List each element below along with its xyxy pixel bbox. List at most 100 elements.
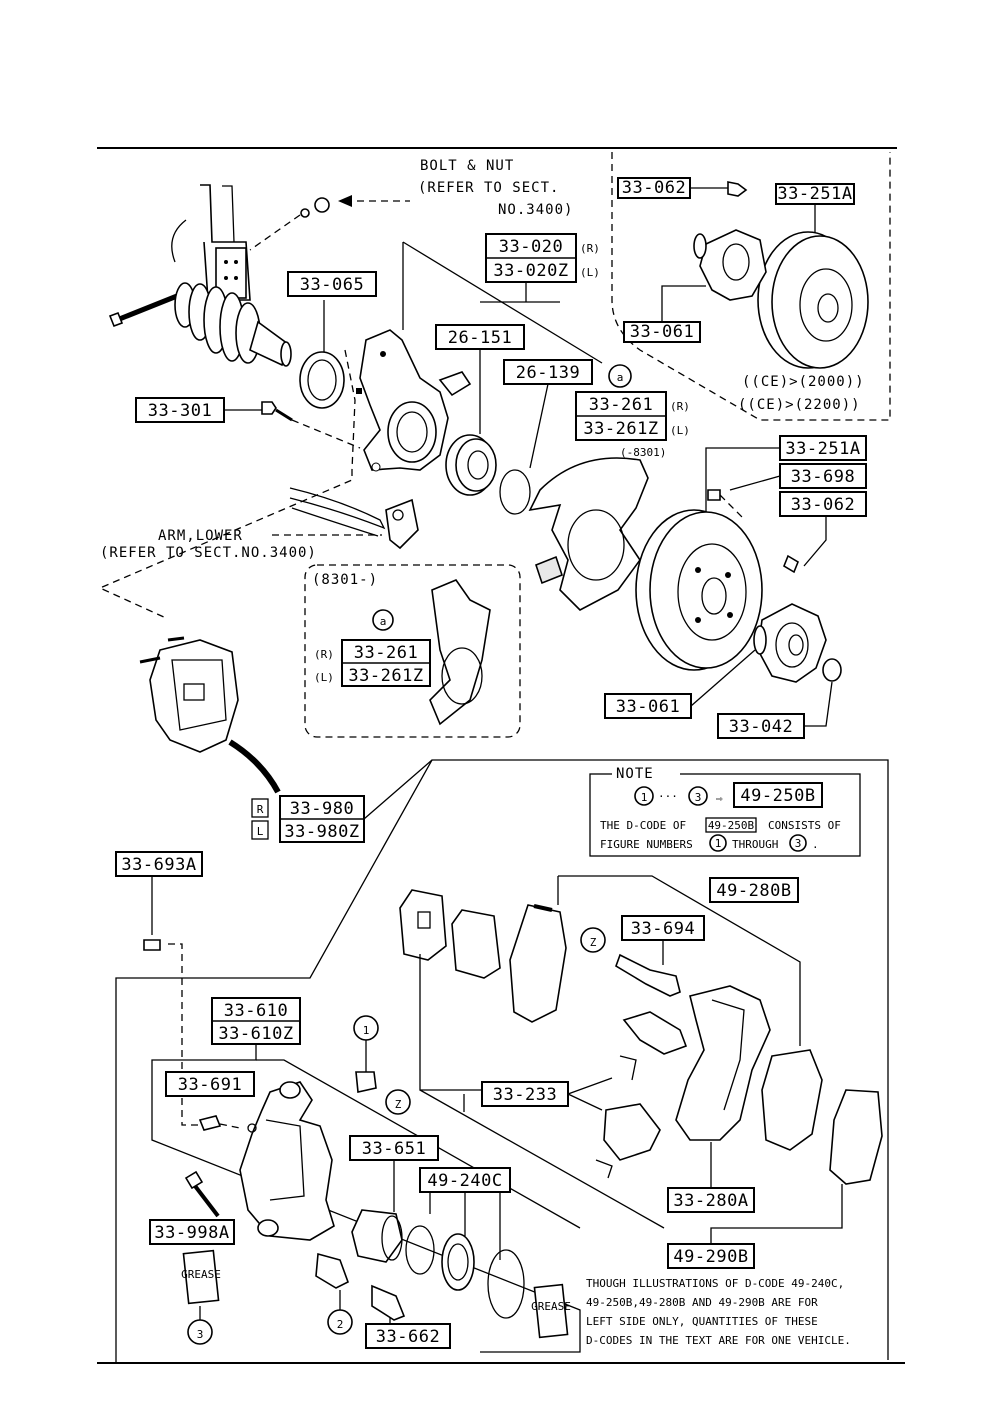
note-code-small-box	[705, 817, 757, 833]
footnote-line1: THOUGH ILLUSTRATIONS OF D-CODE 49-240C,	[586, 1277, 844, 1290]
side-r-box	[251, 798, 269, 818]
part-label-33-042: 33-042	[729, 717, 793, 737]
part-label-33-233: 33-233	[493, 1085, 557, 1105]
callout-z-upper	[580, 927, 606, 953]
part-box-33-042[interactable]	[717, 713, 805, 739]
part-label-33-261-inset: 33-261	[354, 643, 418, 663]
bolt-arrow-icon	[338, 195, 352, 207]
part-label-33-980: 33-980	[290, 799, 354, 819]
bolt-nut-line1: BOLT & NUT	[420, 158, 514, 174]
note-callout-3	[688, 786, 708, 806]
part-label-33-693a: 33-693A	[121, 855, 196, 875]
arm-lower-line2: (REFER TO SECT.NO.3400)	[100, 545, 317, 561]
dust-boot-icon	[441, 1233, 475, 1291]
pad-clip-lower-icon	[595, 1103, 661, 1179]
grease-seal-icon	[299, 351, 345, 409]
note-arrow-icon: ⇨	[716, 792, 723, 805]
note-callout-1b-text: 1	[715, 837, 722, 850]
callout-2-text: 2	[337, 1318, 344, 1331]
part-box-33-065[interactable]	[287, 271, 377, 297]
note-callout-1-text: 1	[641, 791, 648, 804]
shield-range-label: (-8301)	[620, 446, 666, 459]
shim-3-icon	[829, 1089, 883, 1185]
note-callout-3-text: 3	[695, 791, 702, 804]
rotor-screw-icon	[707, 489, 721, 501]
part-box-33-062[interactable]	[779, 491, 867, 517]
part-box-33-662[interactable]	[365, 1323, 451, 1349]
side-left-label-2: (L)	[670, 424, 690, 437]
caliper-bracket-icon	[675, 985, 771, 1141]
part-box-26-151[interactable]	[435, 324, 525, 350]
grease-label-left: GREASE	[181, 1268, 221, 1281]
part-label-26-151: 26-151	[448, 328, 512, 348]
part-box-33-998a[interactable]	[149, 1219, 235, 1245]
callout-a-text: a	[617, 371, 624, 384]
footnote-line3: LEFT SIDE ONLY, QUANTITIES OF THESE	[586, 1315, 818, 1328]
wheel-hub-icon	[753, 603, 842, 683]
lower-arm-illustration	[289, 487, 419, 550]
part-label-33-020z: 33-020Z	[493, 261, 568, 281]
inset-screw-icon	[727, 181, 748, 197]
range-8301-label: (8301-)	[312, 572, 378, 588]
part-label-33-698: 33-698	[791, 467, 855, 487]
piston-seal-icon	[405, 1225, 435, 1275]
part-box-49-280b[interactable]	[709, 877, 799, 903]
side-r-box-text: R	[257, 803, 264, 816]
dust-shield-icon	[528, 457, 649, 611]
caliper-pointer	[228, 739, 281, 794]
callout-2	[327, 1309, 353, 1335]
part-box-33-651[interactable]	[349, 1135, 439, 1161]
part-box-33-251a[interactable]	[779, 435, 867, 461]
inset-side-right: (R)	[314, 648, 334, 661]
inset-8301-frame	[304, 564, 521, 738]
part-box-33-061[interactable]	[604, 693, 692, 719]
note-callout-3b	[789, 834, 807, 852]
note-line2: FIGURE NUMBERS	[600, 838, 693, 851]
guide-pin-icon	[615, 953, 681, 997]
ce-2200-label: ((CE)>(2200))	[738, 397, 861, 413]
part-box-33-693a[interactable]	[115, 851, 203, 877]
part-box-26-139[interactable]	[503, 359, 593, 385]
knuckle-bolt-icon	[261, 401, 277, 415]
pad-clip-upper-icon	[619, 1011, 688, 1081]
inset-rotor-icon	[757, 231, 869, 369]
bushing-icon	[355, 1071, 377, 1093]
footnote-line2: 49-250B,49-280B AND 49-290B ARE FOR	[586, 1296, 818, 1309]
note-title: NOTE	[616, 766, 654, 782]
callout-1-text: 1	[363, 1024, 370, 1037]
grease-packet-right-icon: GREASE	[531, 1283, 571, 1339]
part-label-49-280b: 49-280B	[716, 881, 791, 901]
pin-boot-icon	[371, 1284, 406, 1321]
hub-bolt-icon	[783, 554, 799, 574]
part-box-33-691[interactable]	[165, 1071, 255, 1097]
part-box-49-240c[interactable]	[419, 1167, 511, 1193]
part-label-33-980z: 33-980Z	[284, 822, 359, 842]
callout-z-upper-text: Z	[590, 936, 597, 949]
part-label-33-691: 33-691	[178, 1075, 242, 1095]
part-label-49-250b: 49-250B	[740, 786, 815, 806]
part-box-49-250b[interactable]	[733, 782, 823, 808]
note-line1: THE D-CODE OF	[600, 819, 686, 832]
part-label-inset-33-062: 33-062	[622, 178, 686, 198]
side-right-label-2: (R)	[670, 400, 690, 413]
note-dots: ···	[658, 790, 678, 803]
bleeder-screw-icon	[198, 1115, 222, 1131]
part-label-33-062: 33-062	[791, 495, 855, 515]
boot-ring-icon	[487, 1249, 525, 1319]
side-left-label: (L)	[580, 266, 600, 279]
bolt-head-dot	[356, 388, 362, 394]
lower-guide-pin-icon	[315, 1252, 349, 1289]
note-line1b: CONSISTS OF	[768, 819, 841, 832]
inset-ce-frame	[611, 152, 891, 421]
part-label-33-020: 33-020	[499, 237, 563, 257]
part-box-33-301[interactable]	[135, 397, 225, 423]
brake-rotor-icon	[635, 509, 763, 671]
inset-side-left: (L)	[314, 671, 334, 684]
part-label-33-998a: 33-998A	[154, 1223, 229, 1243]
callout-a-inset	[372, 609, 394, 631]
part-label-inset-33-061: 33-061	[630, 322, 694, 342]
part-label-33-251a: 33-251A	[785, 439, 860, 459]
caliper-bolt-icon	[184, 1170, 204, 1190]
footnote-line4: D-CODES IN THE TEXT ARE FOR ONE VEHICLE.	[586, 1334, 851, 1347]
